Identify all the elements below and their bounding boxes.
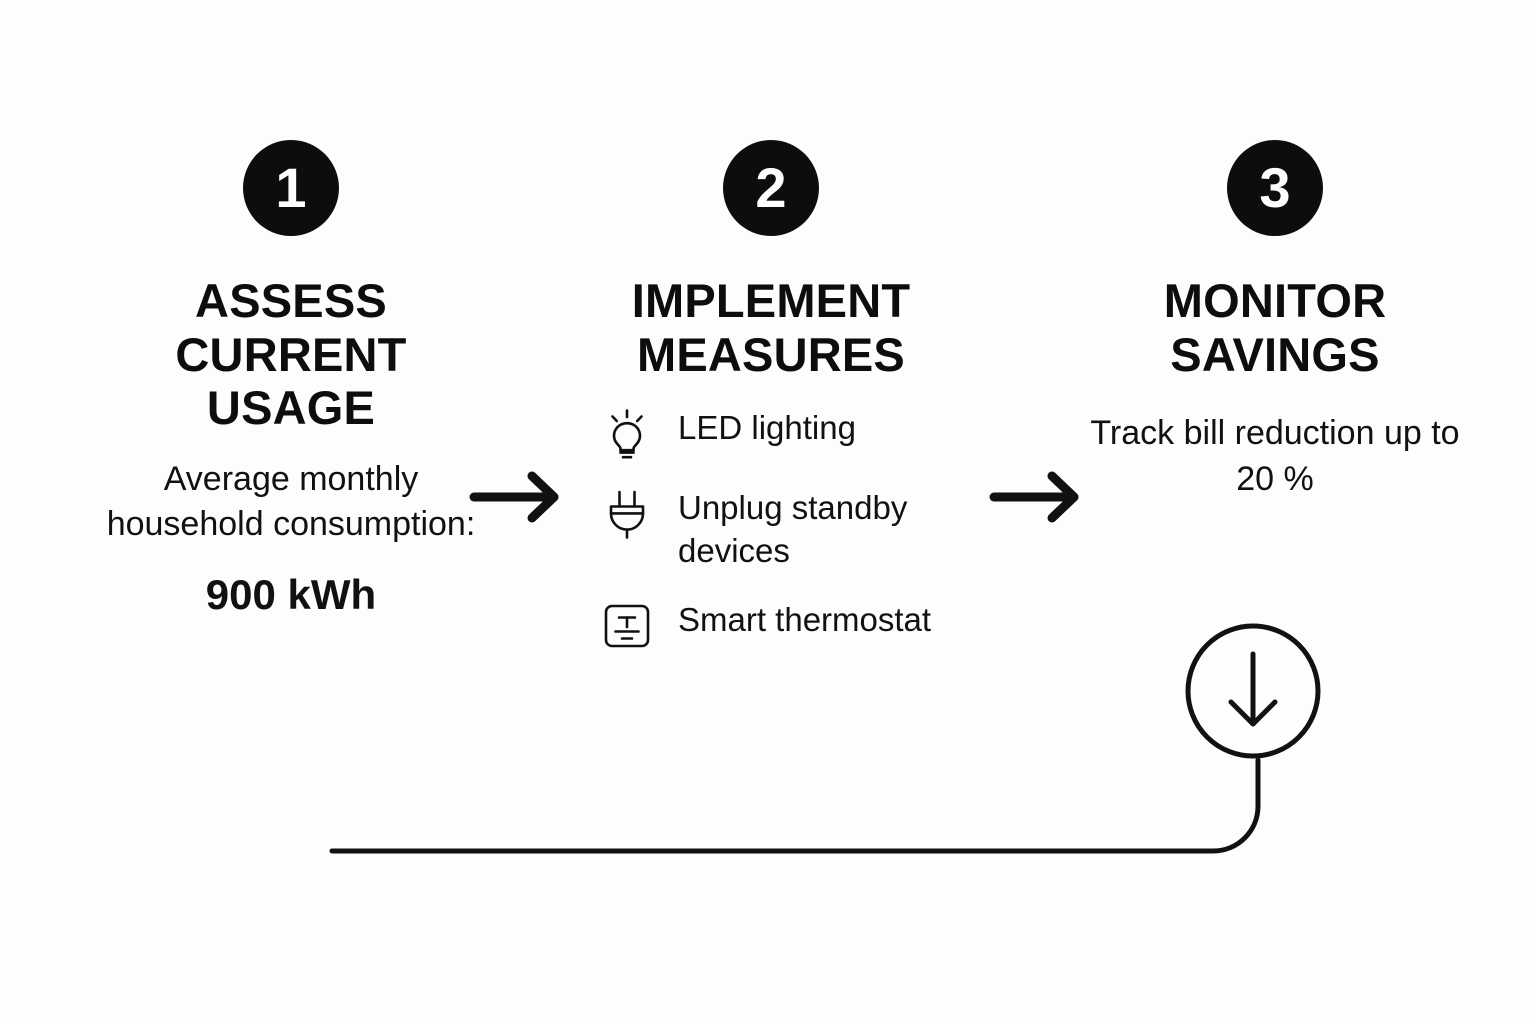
step-2-heading: IMPLEMENT MEASURES <box>631 274 911 381</box>
step-3-number-badge: 3 <box>1227 140 1323 236</box>
step-1-heading: ASSESS CURRENT USAGE <box>175 274 407 435</box>
measures-list: LED lighting Unplug standby devices <box>556 407 986 653</box>
step-1: 1 ASSESS CURRENT USAGE Average monthly h… <box>96 140 486 623</box>
step-1-body-text: Average monthly household consumption: <box>106 459 476 543</box>
measure-item: LED lighting <box>600 407 856 461</box>
arrow-right-icon-2 <box>989 471 1079 523</box>
step-2-number-badge: 2 <box>723 140 819 236</box>
feedback-loop-line <box>329 757 1261 854</box>
arrow-down-circle-icon <box>1185 623 1321 759</box>
step-3: 3 MONITOR SAVINGS Track bill reduction u… <box>1080 140 1470 502</box>
step-3-body: Track bill reduction up to 20 % <box>1090 414 1460 498</box>
measure-item: Smart thermostat <box>600 599 931 653</box>
measure-label: Smart thermostat <box>678 600 932 638</box>
lightbulb-icon <box>611 409 643 459</box>
step-2: 2 IMPLEMENT MEASURES LED lighting <box>556 140 986 653</box>
measure-label: Unplug standby devices <box>678 489 908 570</box>
power-plug-icon <box>609 490 645 539</box>
measure-item: Unplug standby devices <box>600 487 978 573</box>
arrow-right-icon-1 <box>469 471 559 523</box>
step-1-emphasis-value: 900 kWh <box>205 571 377 619</box>
measure-label: LED lighting <box>678 409 856 447</box>
step-1-body: Average monthly household consumption: 9… <box>96 457 486 623</box>
step-1-number-badge: 1 <box>243 140 339 236</box>
step-3-heading: MONITOR SAVINGS <box>1163 274 1387 381</box>
thermostat-icon <box>604 604 650 648</box>
